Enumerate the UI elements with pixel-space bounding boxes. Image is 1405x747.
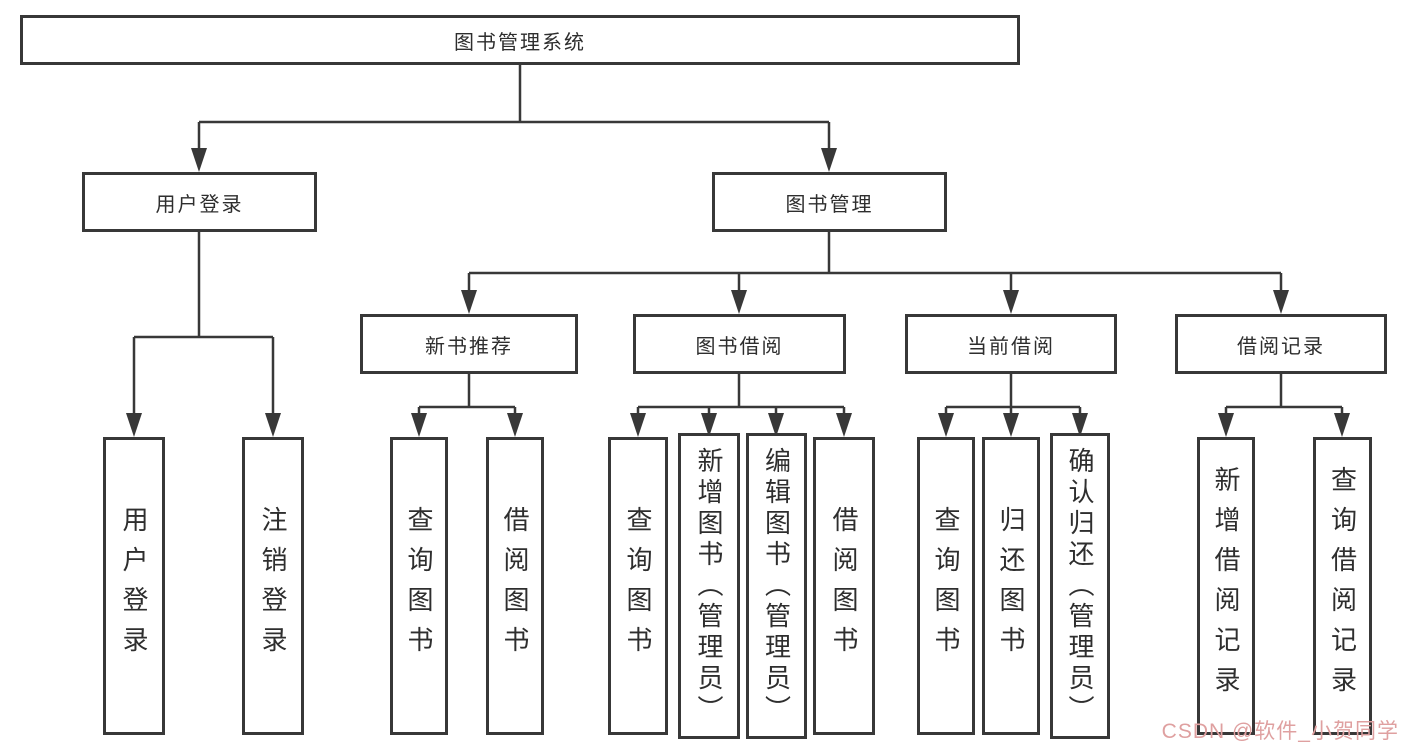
node-new-book-recommend: 新书推荐 [360,314,578,374]
arrow-icon [411,413,427,437]
node-label: 用户登录 [119,506,149,666]
csdn-watermark: CSDN @软件_小贺同学 [1161,720,1399,743]
node-label: 查询图书 [623,506,653,666]
arrow-icon [701,413,717,437]
arrow-icon [126,413,142,437]
connector-root-to-level2 [197,65,831,150]
leaf-current-query-books: 查询图书 [917,437,975,735]
arrow-icon [1218,413,1234,437]
leaf-recommend-query-books: 查询图书 [390,437,448,735]
connector-lines [132,65,1344,415]
arrow-icon [731,290,747,314]
arrow-icon [191,148,207,172]
leaf-user-login: 用户登录 [103,437,165,735]
node-user-login: 用户登录 [82,172,317,232]
arrow-icon [630,413,646,437]
connector-borrow-records-to-leaves [1224,374,1344,415]
arrow-icon [1273,290,1289,314]
arrow-icon [1003,290,1019,314]
leaf-borrow-query-books: 查询图书 [608,437,668,735]
node-label: 新增图书（管理员） [694,446,724,726]
node-label: 注销登录 [258,506,288,666]
arrow-icon [265,413,281,437]
node-label: 当前借阅 [967,335,1055,358]
node-book-borrow: 图书借阅 [633,314,846,374]
arrow-icon [1003,413,1019,437]
leaf-records-query-record: 查询借阅记录 [1313,437,1372,735]
connector-book-borrow-to-leaves [636,374,846,415]
node-label: 图书管理 [785,193,874,216]
node-label: 借阅图书 [829,506,859,666]
arrow-icon [768,413,784,437]
arrow-icon [821,148,837,172]
arrow-icon [507,413,523,437]
leaf-current-confirm-return-admin: 确认归还（管理员） [1050,433,1110,739]
leaf-current-return-books: 归还图书 [982,437,1040,735]
node-label: 用户登录 [155,193,244,216]
node-label: 新书推荐 [425,335,513,358]
node-library-management-system: 图书管理系统 [20,15,1020,65]
arrow-icon [1334,413,1350,437]
arrow-icon [938,413,954,437]
node-label: 编辑图书（管理员） [761,446,792,726]
node-label: 图书管理系统 [454,31,586,54]
leaf-borrow-borrow-books: 借阅图书 [813,437,875,735]
arrow-icon [461,290,477,314]
connector-arrowheads [126,148,1350,437]
node-label: 查询借阅记录 [1327,466,1358,706]
node-borrow-records: 借阅记录 [1175,314,1387,374]
node-current-borrow: 当前借阅 [905,314,1117,374]
node-label: 查询图书 [404,506,434,666]
leaf-borrow-edit-books-admin: 编辑图书（管理员） [746,433,807,739]
arrow-icon [836,413,852,437]
node-label: 借阅图书 [500,506,530,666]
node-label: 新增借阅记录 [1211,466,1241,706]
node-label: 图书借阅 [695,335,784,358]
node-book-management: 图书管理 [712,172,947,232]
connector-current-borrow-to-leaves [944,374,1082,415]
connector-user-login-to-leaves [132,232,275,415]
node-label: 归还图书 [996,506,1026,666]
leaf-recommend-borrow-books: 借阅图书 [486,437,544,735]
leaf-records-add-record: 新增借阅记录 [1197,437,1255,735]
node-label: 查询图书 [931,506,961,666]
leaf-borrow-add-books-admin: 新增图书（管理员） [678,433,740,739]
arrow-icon [1072,413,1088,437]
node-label: 借阅记录 [1237,335,1325,358]
leaf-logout: 注销登录 [242,437,304,735]
connector-new-book-recommend-to-leaves [417,374,517,415]
node-label: 确认归还（管理员） [1065,446,1095,726]
connector-book-management-to-level3 [467,232,1283,292]
